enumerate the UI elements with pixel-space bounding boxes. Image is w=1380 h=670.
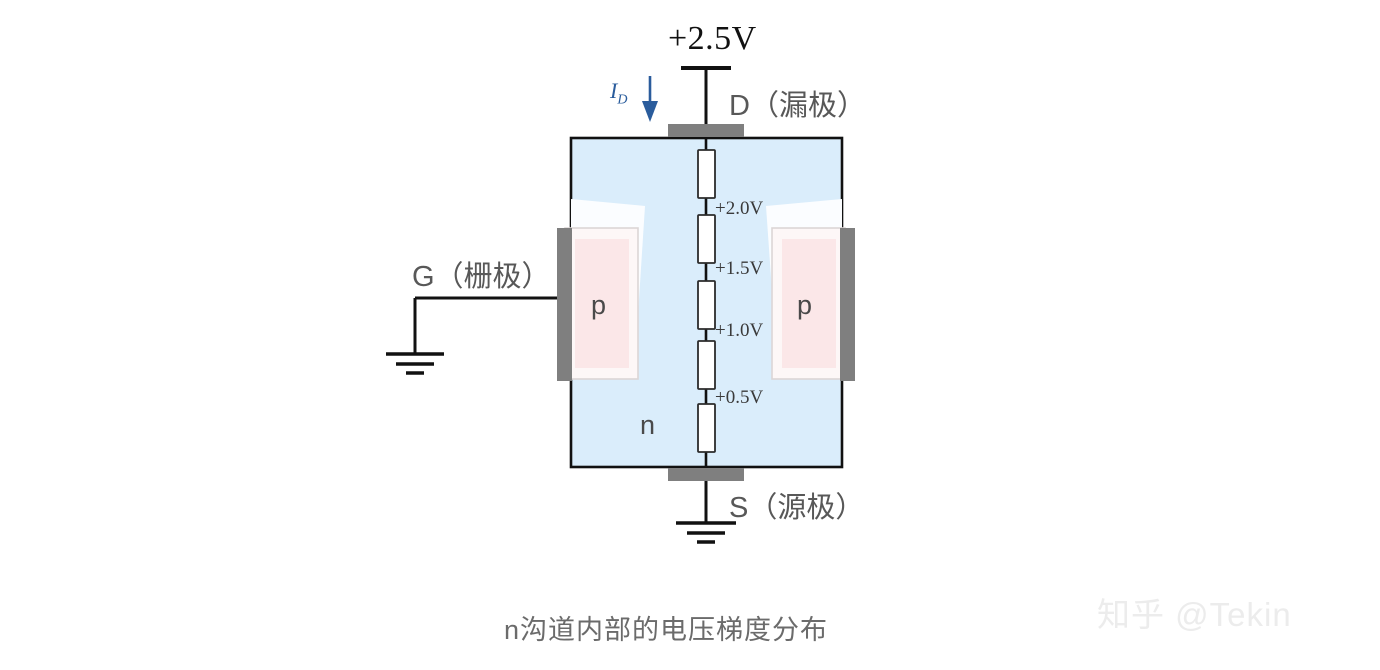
drain-current-label: ID xyxy=(610,78,627,108)
current-symbol: I xyxy=(610,78,618,103)
source-electrode-bar xyxy=(668,468,744,481)
current-subscript: D xyxy=(617,92,628,108)
node-voltage-label-4: +0.5V xyxy=(715,387,764,408)
channel-resistor-1 xyxy=(697,149,716,199)
watermark: 知乎 @Tekin xyxy=(1097,596,1292,633)
channel-resistor-2 xyxy=(697,214,716,264)
n-channel-letter: n xyxy=(640,410,656,440)
gate-electrode-right xyxy=(840,228,855,381)
p-region-left-inner xyxy=(575,239,629,368)
drain-terminal-label: D（漏极） xyxy=(729,90,866,122)
source-terminal-label: S（源极） xyxy=(729,492,865,524)
drain-electrode-bar xyxy=(668,124,744,137)
p-region-left-letter: p xyxy=(591,290,607,320)
supply-voltage-label: +2.5V xyxy=(668,20,757,57)
channel-resistor-4 xyxy=(697,340,716,390)
node-voltage-label-2: +1.5V xyxy=(715,258,764,279)
drain-current-arrow-icon xyxy=(642,76,658,122)
channel-resistor-3 xyxy=(697,280,716,330)
node-voltage-label-3: +1.0V xyxy=(715,320,764,341)
p-region-right-letter: p xyxy=(797,290,813,320)
gate-terminal-label: G（栅极） xyxy=(412,261,551,293)
figure-caption: n沟道内部的电压梯度分布 xyxy=(504,615,829,645)
gate-electrode-left xyxy=(557,228,572,381)
channel-resistor-5 xyxy=(697,403,716,453)
node-voltage-label-1: +2.0V xyxy=(715,198,764,219)
p-region-right-inner xyxy=(782,239,836,368)
